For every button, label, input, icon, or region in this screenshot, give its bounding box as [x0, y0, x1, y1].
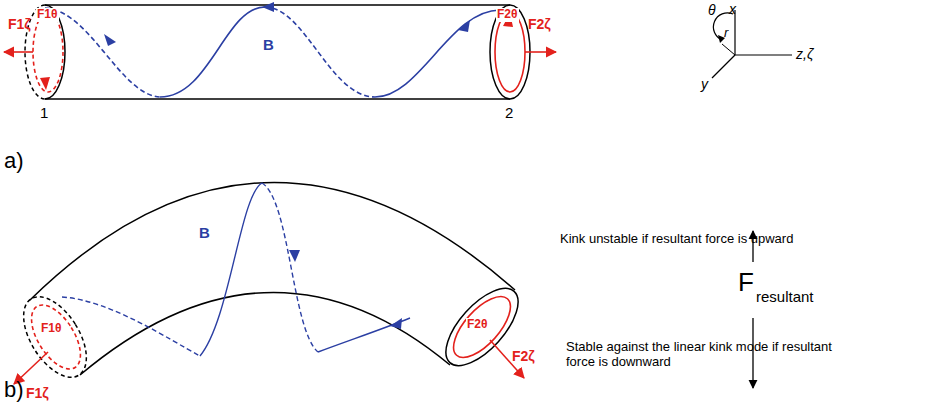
field-line-b: [318, 318, 410, 352]
field-label: B: [262, 36, 275, 53]
end-currents-a: [495, 12, 525, 92]
axis-label: r: [724, 26, 728, 41]
force-label: F1θ: [40, 322, 63, 336]
straight-cylinder: [45, 4, 510, 6]
resultant-force-arrows: [752, 231, 753, 388]
straight-cylinder: [45, 98, 510, 100]
force-label: F2θ: [466, 318, 489, 332]
helical-field-line-a: [160, 7, 265, 97]
force-label: F1ζ: [26, 385, 49, 401]
current-arrowheads-a: [40, 13, 513, 90]
field-arrowheads-b: [289, 250, 402, 329]
axis-label: θ: [708, 2, 716, 18]
axis-label: y: [701, 76, 708, 92]
end-currents-a: [33, 12, 63, 92]
field-arrowheads-a: [262, 2, 274, 12]
field-arrowheads-b: [289, 250, 300, 262]
current-arrowheads-a: [40, 77, 50, 90]
coordinate-axes: [712, 55, 735, 78]
field-line-b: [62, 183, 410, 356]
end-currents-b: [444, 287, 520, 366]
axis-label: x: [729, 1, 736, 17]
end-currents-a: [4, 12, 556, 92]
panel-letter: a): [4, 148, 24, 173]
force-label: F1θ: [36, 8, 59, 22]
field-arrowheads-a: [104, 34, 116, 46]
stability-note: Kink unstable if resultant force is upwa…: [560, 232, 793, 247]
theta-arrowhead: [718, 35, 725, 43]
straight-cylinder: [25, 5, 530, 99]
straight-cylinder: [490, 5, 530, 99]
force-label: F2θ: [496, 8, 519, 22]
field-line-b: [200, 183, 262, 356]
field-line-b: [262, 183, 318, 352]
stability-note: Stable against the linear kink mode if r…: [566, 340, 856, 370]
helical-field-line-a: [265, 7, 375, 97]
field-arrowheads-b: [390, 318, 402, 329]
bent-flux-tube: [30, 182, 515, 300]
helical-field-line-a: [375, 10, 500, 97]
end-number: 2: [505, 104, 513, 121]
end-currents-b: [14, 287, 524, 384]
coordinate-axes: [712, 10, 792, 78]
panel-letter: b): [4, 377, 24, 402]
bent-flux-tube: [11, 182, 531, 387]
resultant-label: resultant: [756, 288, 814, 305]
coordinate-axes: [735, 54, 792, 55]
force-label: F2ζ: [528, 16, 551, 32]
resultant-label: F: [738, 268, 754, 298]
coordinate-axes: [722, 44, 735, 55]
field-arrowheads-a: [104, 2, 470, 46]
end-number: 1: [40, 104, 48, 121]
end-currents-a: [525, 51, 556, 53]
bent-flux-tube: [80, 292, 450, 375]
field-arrowheads-a: [458, 20, 470, 32]
field-label: B: [198, 224, 211, 241]
helical-field-line-a: [45, 7, 500, 97]
helical-field-line-a: [45, 8, 160, 97]
field-line-b: [62, 297, 200, 356]
end-currents-b: [22, 297, 91, 377]
end-currents-a: [4, 51, 33, 53]
axis-label: z,ζ: [796, 46, 813, 62]
force-label: F2ζ: [512, 348, 535, 364]
force-label: F1ζ: [8, 16, 31, 32]
